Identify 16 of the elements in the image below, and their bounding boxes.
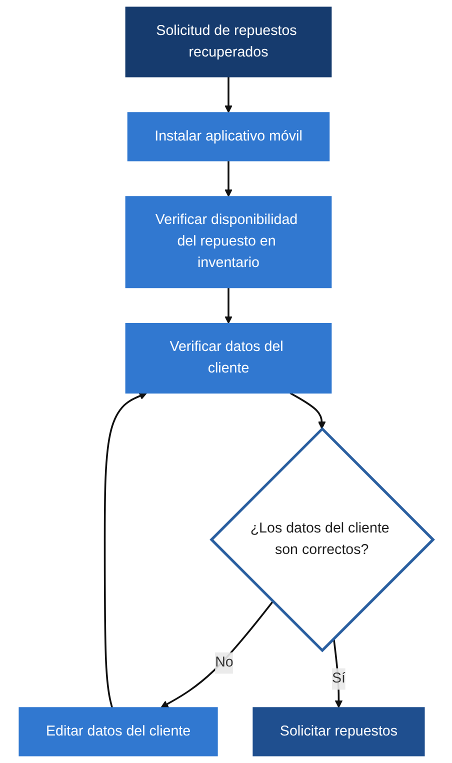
arrow (332, 638, 343, 708)
node-box: Editar datos del cliente (18, 707, 218, 756)
arrow (224, 76, 232, 113)
arrow (290, 392, 326, 430)
arrow (224, 288, 232, 324)
node-box: Verificar datos del cliente (125, 322, 332, 394)
node-box: Verificar disponibilidad del repuesto en inventario (125, 196, 332, 288)
node-diamond: ¿Los datos del cliente son correctos? (210, 426, 435, 652)
arrow (104, 392, 147, 708)
arrow (160, 600, 274, 708)
edge-label: Sí (332, 670, 346, 686)
edge-label: No (214, 655, 234, 670)
node-box: Solicitar repuestos (252, 707, 425, 756)
node-box: Solicitud de repuestos recuperados (125, 6, 332, 78)
arrow (224, 160, 232, 197)
node-box: Instalar aplicativo móvil (127, 112, 330, 162)
